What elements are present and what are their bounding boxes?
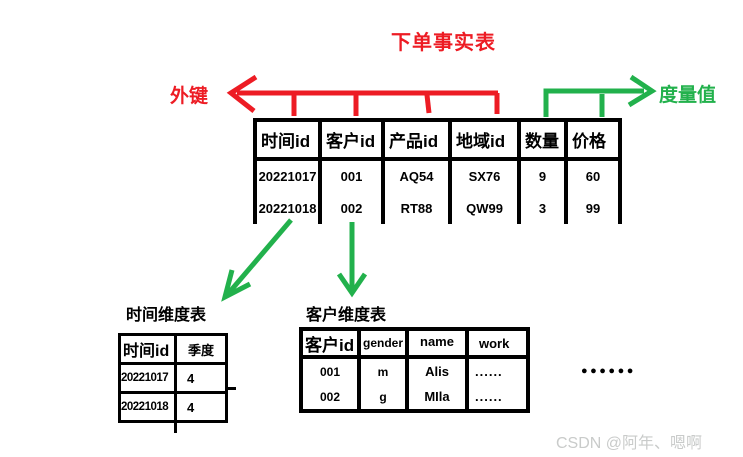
- fact-table-title: 下单事实表: [391, 32, 496, 54]
- fact-cell: SX76: [452, 161, 521, 192]
- dim-cell: 001: [303, 359, 361, 384]
- dim-header-cell: 季度: [177, 336, 225, 365]
- fact-cell: QW99: [452, 192, 521, 224]
- fact-header-cell: 产品id: [385, 122, 452, 161]
- csdn-watermark: CSDN @阿年、嗯啊: [556, 435, 703, 452]
- dim-cell: g: [361, 384, 409, 409]
- arrow-to-customer-dimension: [336, 222, 368, 298]
- time-dimension-table: 时间id 季度 20221017 4 20221018 4: [118, 333, 228, 423]
- fact-cell: AQ54: [385, 161, 452, 192]
- dim-cell: 20221017: [121, 365, 177, 394]
- fact-header-cell: 价格: [568, 122, 618, 161]
- fact-table: 时间id 客户id 产品id 地域id 数量 价格 20221017 001 A…: [253, 118, 622, 224]
- measure-arrow: [543, 74, 657, 117]
- hand-drawn-line-overhang: [225, 387, 236, 390]
- dim-cell: m: [361, 359, 409, 384]
- fact-cell: 20221018: [257, 192, 322, 224]
- fact-header-cell: 地域id: [452, 122, 521, 161]
- arrow-to-time-dimension: [221, 218, 293, 302]
- dim-cell: ......: [475, 364, 503, 379]
- fact-cell: 3: [521, 192, 568, 224]
- more-tables-ellipsis: ●●●●●●: [581, 365, 636, 377]
- fact-header-cell: 数量: [521, 122, 568, 161]
- dim-header-cell: work: [469, 331, 526, 359]
- dim-cell: 002: [303, 384, 361, 409]
- dim-cell: 4: [187, 399, 195, 415]
- fact-cell: 20221017: [257, 161, 322, 192]
- fact-header-cell: 客户id: [322, 122, 385, 161]
- customer-dimension-title: 客户维度表: [306, 307, 387, 324]
- fact-cell: 60: [585, 169, 601, 184]
- fact-cell: 001: [322, 161, 385, 192]
- dim-header-cell: name: [409, 331, 469, 359]
- fact-cell: 9: [521, 161, 568, 192]
- measure-value-label: 度量值: [659, 85, 717, 106]
- customer-dimension-table: 客户id gender name work 001 m Alis ...... …: [299, 327, 530, 413]
- down-left-arrowhead-icon: [221, 269, 252, 302]
- dim-header-cell: gender: [361, 331, 409, 359]
- fact-cell: 99: [585, 200, 601, 216]
- foreign-key-label: 外键: [170, 86, 209, 107]
- fact-header-cell: 时间id: [257, 122, 322, 161]
- left-arrowhead-icon: [226, 74, 258, 113]
- dim-cell: 20221018: [121, 394, 177, 420]
- dim-cell: MIla: [409, 384, 469, 409]
- right-arrowhead-icon: [627, 74, 657, 108]
- foreign-key-arrow: [226, 74, 500, 116]
- fact-cell: 002: [322, 192, 385, 224]
- dim-header-cell: 时间id: [121, 336, 177, 365]
- time-dimension-title: 时间维度表: [126, 307, 207, 324]
- down-arrowhead-icon: [336, 272, 368, 298]
- dim-cell: ......: [475, 389, 503, 404]
- hand-drawn-line-overhang: [174, 422, 177, 433]
- fact-cell: RT88: [385, 192, 452, 224]
- dim-header-cell: 客户id: [303, 331, 361, 359]
- dim-cell: 4: [177, 365, 225, 394]
- dim-cell: Alis: [409, 359, 469, 384]
